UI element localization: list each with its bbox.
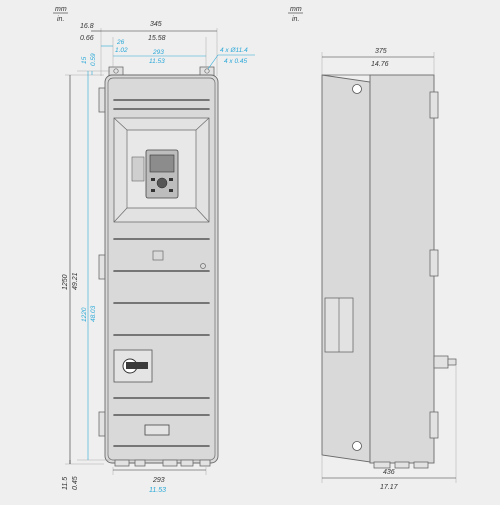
dim-hole-spacing-bottom-in: 11.53 (149, 487, 166, 494)
terminal-key-2 (169, 178, 173, 181)
cable-gland-1 (114, 459, 130, 467)
side-gland-1 (373, 461, 391, 469)
dim-hole-spacing-vertical-mm: 1220 (81, 307, 88, 322)
dim-depth-in: 14.76 (371, 61, 389, 68)
dim-inner-offset-mm: 26 (116, 39, 125, 46)
dim-hole-spacing-bottom-mm: 293 (152, 477, 165, 484)
dim-overall-width-in: 15.58 (148, 35, 166, 42)
front-unit-in: in. (57, 16, 64, 23)
mount-hole-top-right (204, 68, 210, 74)
front-unit-mm: mm (55, 6, 67, 13)
side-gland-2 (394, 461, 410, 469)
bracket-left-top (98, 87, 106, 113)
front-housing-inner (107, 77, 216, 461)
terminal-key-1 (151, 178, 155, 181)
mount-hole-top-left (113, 68, 119, 74)
dim-total-depth-in: 17.17 (380, 484, 399, 491)
side-view (321, 74, 457, 469)
cable-gland-3 (162, 459, 178, 467)
dim-overall-width-mm: 345 (150, 21, 162, 28)
nameplate (144, 424, 170, 436)
disconnect-switch-handle (126, 362, 148, 369)
dim-hole-spacing-vertical-in: 48.03 (90, 305, 97, 322)
side-bracket-bottom (429, 411, 439, 439)
dim-overall-height-mm: 1250 (62, 274, 69, 290)
recess-edge-tl (113, 117, 128, 131)
terminal-key-3 (151, 189, 155, 192)
status-led (200, 263, 206, 269)
dim-overall-height-in: 49.21 (72, 272, 79, 290)
dim-bottom-margin-in: 0.45 (72, 476, 79, 490)
cable-gland-5 (199, 459, 211, 467)
recess-edge-tr (195, 117, 210, 131)
holes-leader (207, 54, 219, 70)
side-bracket-top (429, 91, 439, 119)
side-rear-connector-plug (447, 358, 457, 366)
side-unit-mm: mm (290, 6, 302, 13)
keypad-mount-bracket (131, 156, 145, 182)
dim-hole-spacing-top-in: 11.53 (149, 58, 165, 65)
side-lifting-hole-top (352, 84, 362, 94)
terminal-key-4 (169, 189, 173, 192)
cable-gland-4 (180, 459, 194, 467)
side-rear-connector (433, 355, 449, 369)
bracket-left-middle (98, 254, 106, 280)
side-housing (369, 74, 435, 464)
dim-bottom-margin-mm: 11.5 (62, 477, 69, 490)
terminal-jog-dial (156, 177, 168, 189)
side-unit-in: in. (292, 16, 299, 23)
dim-top-margin-in: 0.59 (90, 53, 97, 66)
side-door-panel (321, 74, 371, 463)
dim-depth-mm: 375 (375, 48, 387, 55)
side-bracket-middle (429, 249, 439, 277)
dim-inner-offset-in: 1.02 (115, 47, 128, 54)
dim-hole-spacing-top-mm: 293 (152, 49, 164, 56)
side-gland-3 (413, 461, 429, 469)
bracket-left-bottom (98, 411, 106, 437)
front-view (98, 66, 219, 467)
dim-left-offset-mm: 16.8 (80, 23, 94, 30)
recess-edge-br (195, 207, 210, 223)
cable-gland-2 (134, 459, 146, 467)
dim-left-offset-in: 0.66 (80, 35, 94, 42)
dim-total-depth-mm: 436 (383, 469, 395, 476)
indicator-window (152, 250, 164, 261)
holes-callout-mm: 4 x Ø11.4 (220, 47, 248, 54)
dim-top-margin-mm: 15 (81, 56, 88, 64)
side-lifting-hole-bottom (352, 441, 362, 451)
recess-edge-bl (113, 207, 128, 223)
terminal-screen (149, 154, 175, 173)
holes-callout-in: 4 x 0.45 (224, 58, 248, 65)
